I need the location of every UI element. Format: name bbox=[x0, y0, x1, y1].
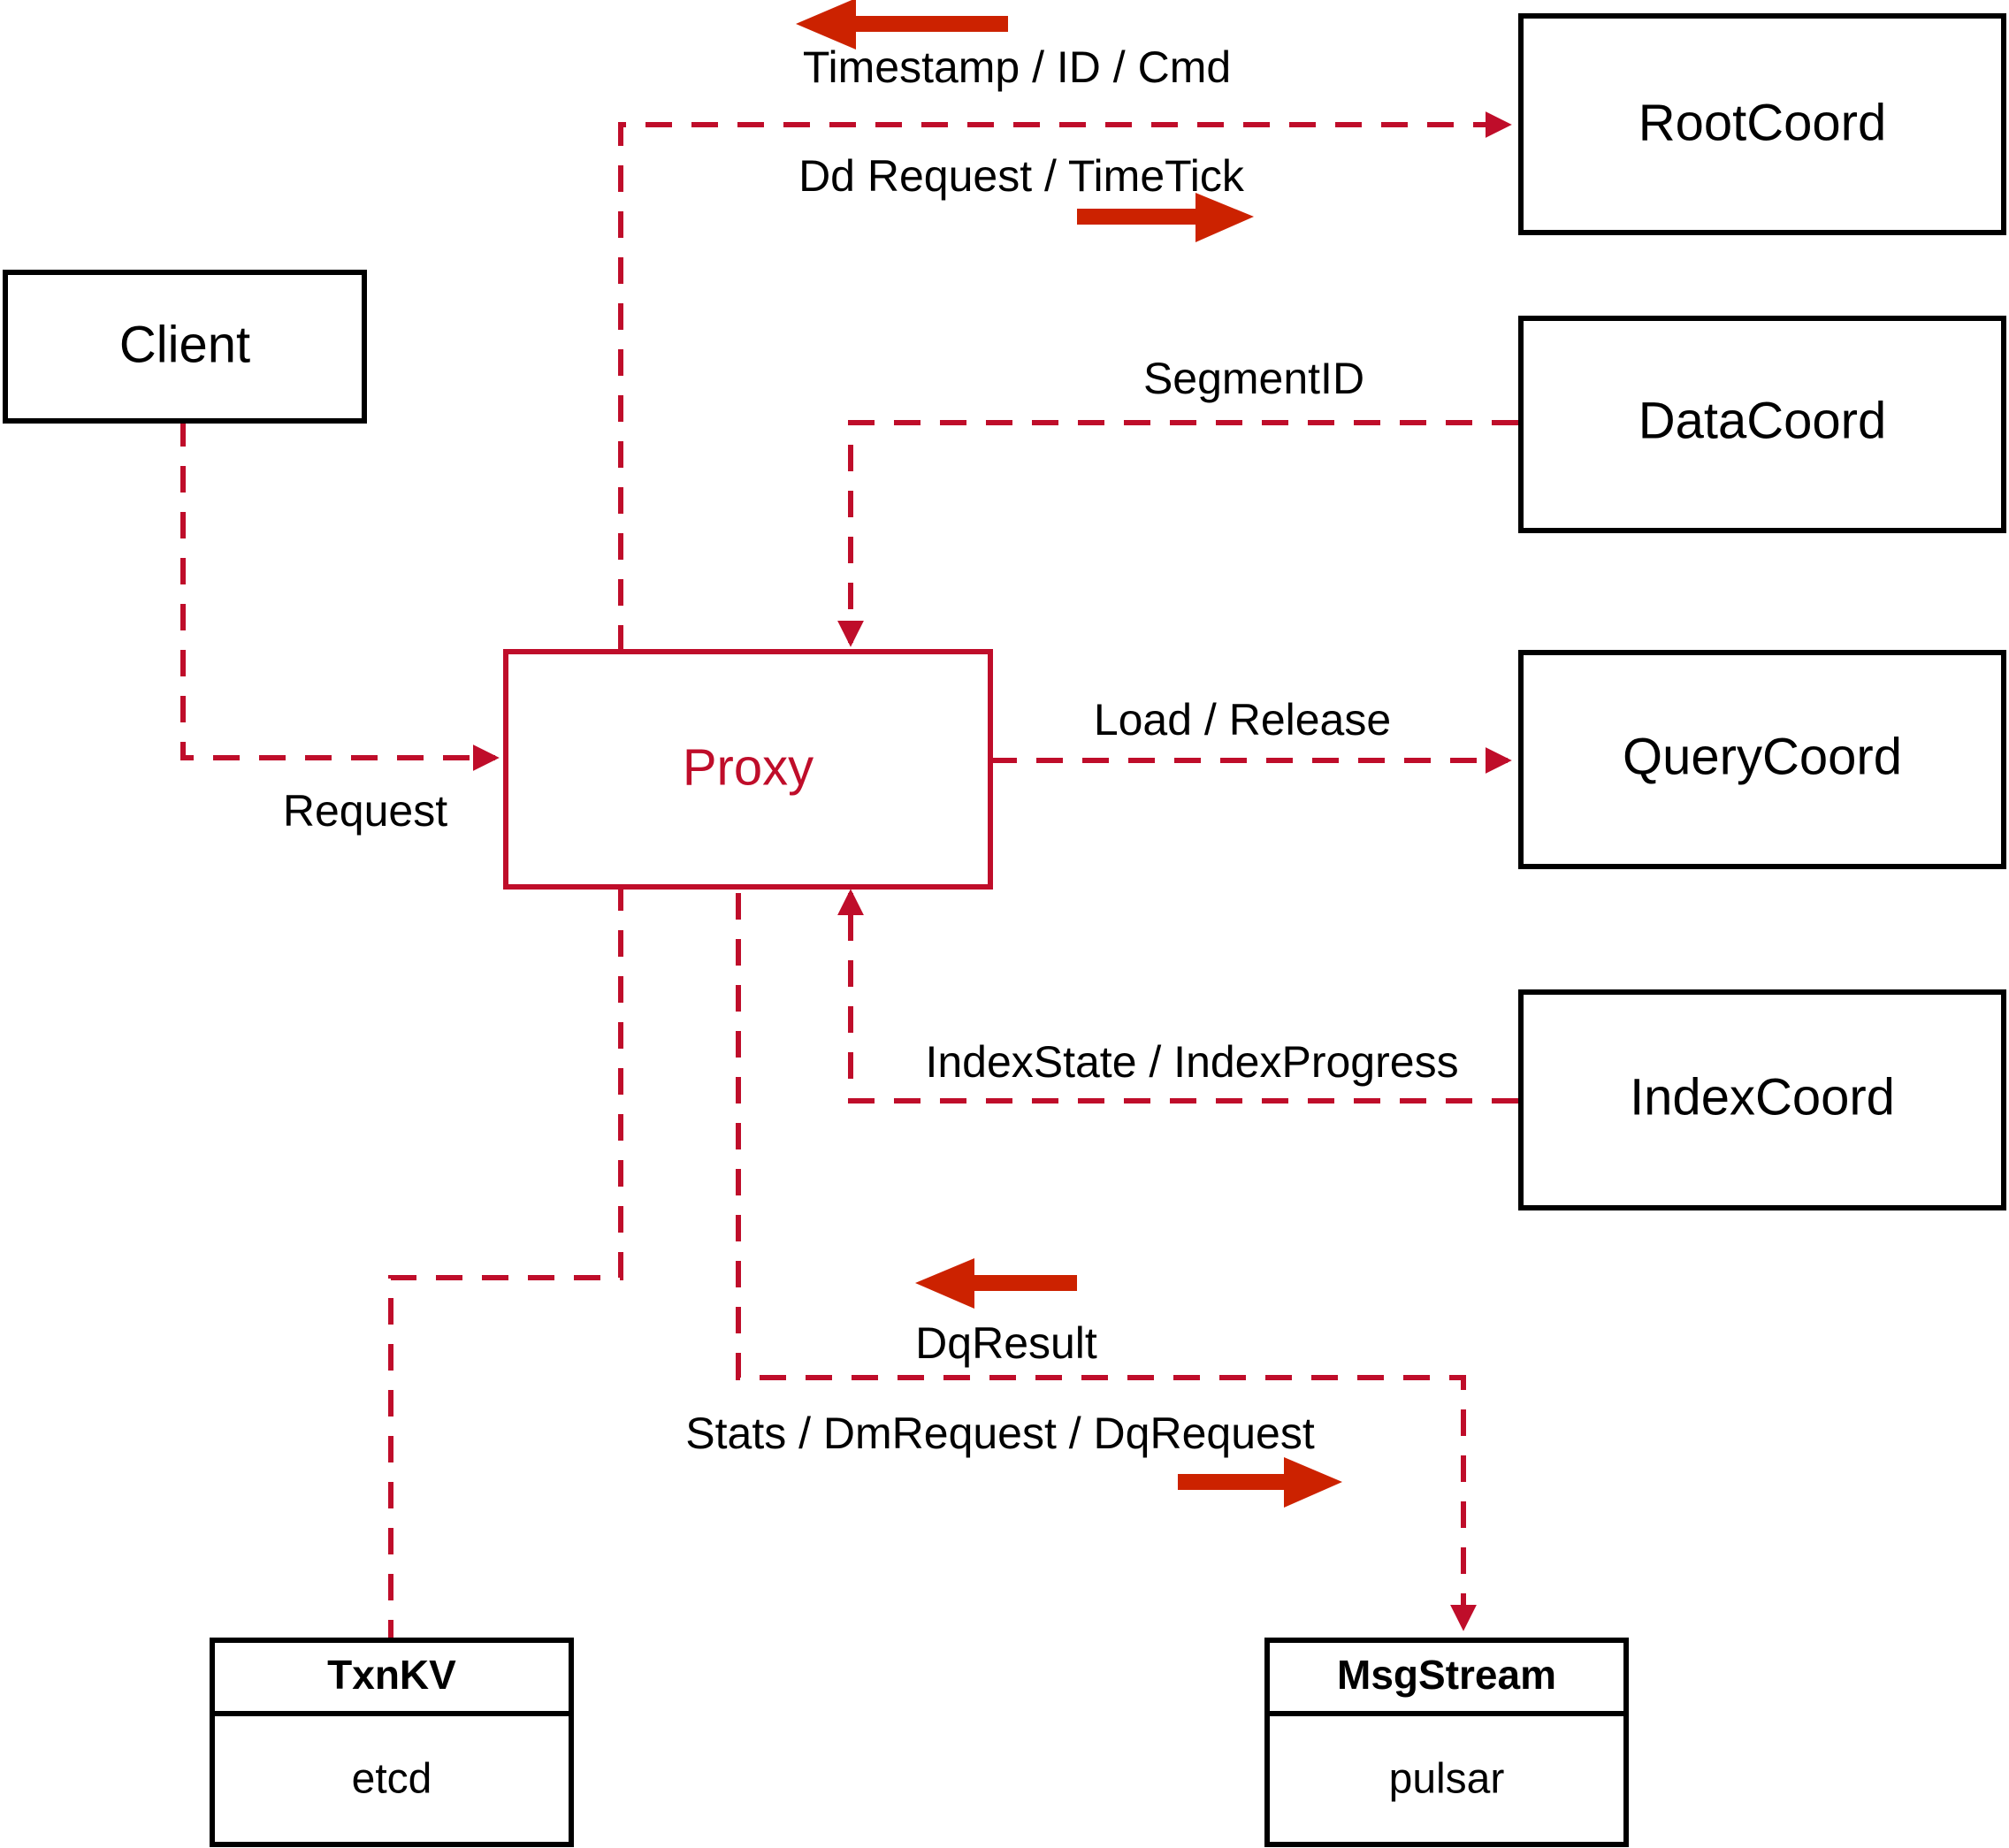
node-txnkv-impl: etcd bbox=[352, 1756, 432, 1803]
node-rootcoord[interactable]: RootCoord bbox=[1518, 13, 2006, 235]
node-txnkv[interactable]: TxnKV etcd bbox=[210, 1638, 574, 1847]
edge-datacoord-proxy bbox=[837, 420, 1518, 647]
node-msgstream[interactable]: MsgStream pulsar bbox=[1264, 1638, 1629, 1847]
edge-label-segment-id: SegmentID bbox=[1143, 354, 1364, 403]
edge-label-index-state-progress: IndexState / IndexProgress bbox=[925, 1037, 1458, 1087]
edge-client-proxy bbox=[180, 420, 500, 771]
node-txnkv-title: TxnKV bbox=[327, 1652, 456, 1698]
node-indexcoord-label: IndexCoord bbox=[1630, 1068, 1895, 1126]
node-datacoord-label: DataCoord bbox=[1639, 392, 1886, 449]
node-datacoord[interactable]: DataCoord bbox=[1518, 316, 2006, 533]
node-querycoord[interactable]: QueryCoord bbox=[1518, 650, 2006, 869]
edge-label-load-release: Load / Release bbox=[1094, 695, 1391, 745]
node-querycoord-label: QueryCoord bbox=[1623, 728, 1902, 785]
node-proxy-label: Proxy bbox=[683, 738, 814, 796]
node-client-label: Client bbox=[119, 316, 250, 373]
edge-proxy-txnkv bbox=[388, 884, 623, 1638]
node-indexcoord[interactable]: IndexCoord bbox=[1518, 989, 2006, 1210]
edge-label-stats-dm-dq-request: Stats / DmRequest / DqRequest bbox=[685, 1409, 1315, 1458]
direction-arrow-right-ddrequest bbox=[1077, 193, 1254, 242]
edge-label-timestamp-id-cmd: Timestamp / ID / Cmd bbox=[803, 42, 1231, 92]
edge-label-request: Request bbox=[283, 786, 447, 836]
node-msgstream-impl: pulsar bbox=[1389, 1756, 1505, 1803]
edge-proxy-msgstream bbox=[736, 893, 1477, 1631]
node-client[interactable]: Client bbox=[3, 270, 367, 424]
direction-arrow-left-dqresult bbox=[915, 1258, 1077, 1309]
edge-label-dd-request-timetick: Dd Request / TimeTick bbox=[798, 151, 1245, 201]
edge-label-dq-result: DqResult bbox=[915, 1318, 1097, 1368]
edge-indexcoord-proxy bbox=[837, 889, 1518, 1103]
edge-proxy-rootcoord bbox=[618, 111, 1512, 652]
direction-arrow-left-timestamp bbox=[796, 0, 1008, 50]
direction-arrow-right-stats bbox=[1178, 1457, 1342, 1508]
node-msgstream-title: MsgStream bbox=[1337, 1652, 1556, 1698]
node-rootcoord-label: RootCoord bbox=[1639, 94, 1886, 151]
node-proxy[interactable]: Proxy bbox=[503, 649, 993, 890]
